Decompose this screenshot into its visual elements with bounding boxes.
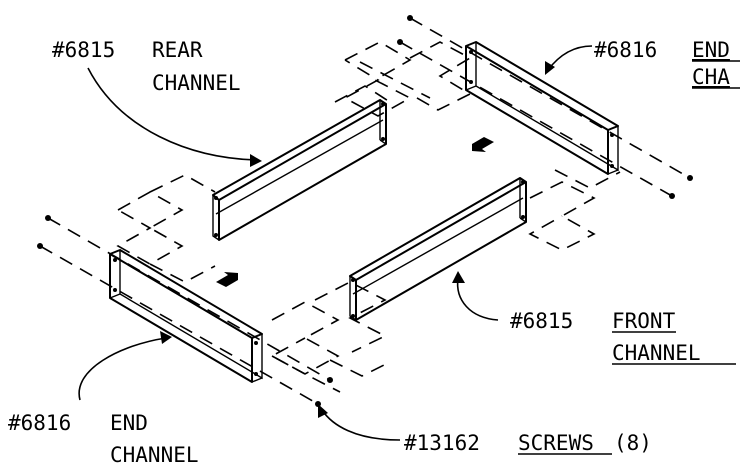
rear-channel-line2: CHANNEL <box>152 71 241 95</box>
front-channel-number: #6815 <box>510 309 573 333</box>
front-channel-part <box>349 177 527 321</box>
screws <box>37 15 693 407</box>
screws-number: #13162 <box>404 431 480 455</box>
end-channel-top-line2: CHA <box>692 65 730 89</box>
label-front-channel: #6815 FRONT CHANNEL <box>510 309 736 365</box>
dashed-bracket-outlines <box>116 41 621 393</box>
label-screws: #13162 SCREWS (8) <box>404 431 652 455</box>
arrow-down-left-icon <box>472 137 494 152</box>
screw-icon <box>669 193 675 199</box>
screws-word: SCREWS <box>518 431 594 455</box>
end-channel-bottom-number: #6816 <box>8 411 71 435</box>
screws-count: (8) <box>614 431 652 455</box>
label-end-channel-bottom: #6816 END CHANNEL <box>8 411 199 467</box>
front-channel-line2: CHANNEL <box>612 341 701 365</box>
rear-channel-part <box>212 99 387 241</box>
screw-icon <box>407 15 413 21</box>
label-end-channel-top: #6816 END CHA <box>594 38 740 89</box>
end-channel-bottom-part <box>109 249 263 383</box>
end-channel-top-number: #6816 <box>594 38 657 62</box>
end-channel-top-part <box>465 41 619 175</box>
screw-icon <box>327 377 333 383</box>
arrow-up-right-icon <box>216 272 238 287</box>
rear-channel-line1: REAR <box>152 38 203 62</box>
leader-lines <box>78 45 593 441</box>
screw-icon <box>397 39 403 45</box>
screw-icon <box>45 215 51 221</box>
screw-axis-lines <box>39 17 691 405</box>
end-channel-top-line1: END <box>692 38 730 62</box>
screw-icon <box>687 175 693 181</box>
end-channel-bottom-line2: CHANNEL <box>110 443 199 467</box>
front-channel-line1: FRONT <box>612 309 676 333</box>
screw-icon <box>37 243 43 249</box>
end-channel-bottom-line1: END <box>110 411 148 435</box>
rear-channel-number: #6815 <box>52 38 115 62</box>
label-rear-channel: #6815 REAR CHANNEL <box>52 38 241 95</box>
